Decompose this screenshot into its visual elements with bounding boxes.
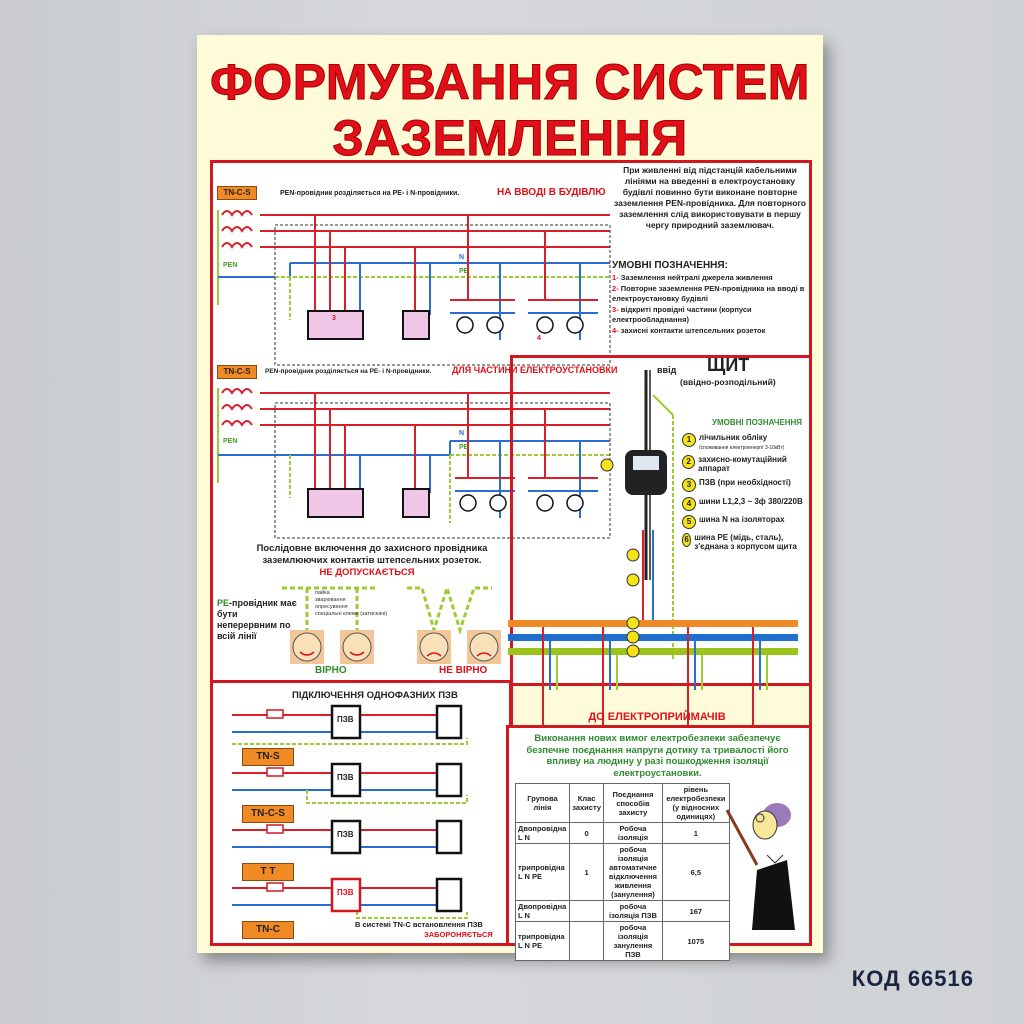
shield-legend-title: УМОВНІ ПОЗНАЧЕННЯ xyxy=(712,418,803,427)
sockets-warning: НЕ ДОПУСКАЄТЬСЯ xyxy=(319,567,415,578)
sockets-methods: пайка зварювання опресування спеціальні … xyxy=(315,590,387,618)
table-header: рівень електробезпеки (у відносних одини… xyxy=(661,783,731,823)
shield-panel xyxy=(510,355,812,728)
rcd-badge-tn-c: TN-C xyxy=(242,921,294,939)
diagram1-n-label: N xyxy=(459,254,465,261)
diagram1-pen-label: PEN xyxy=(223,262,238,269)
diagram2-badge: TN-C-S xyxy=(217,365,257,379)
method-item: опресування xyxy=(315,604,348,610)
rcd-diagrams xyxy=(232,704,468,919)
sockets-correct-label: ВІРНО xyxy=(315,665,347,676)
table-header: Поєднання способів захисту xyxy=(603,783,663,823)
rcd-note: В системі TN-C встановлення ПЗВ xyxy=(355,920,483,929)
product-code: КОД 66516 xyxy=(851,966,974,991)
diagram1-pe-label: PE xyxy=(459,268,469,275)
diagram2-pen-label: PEN xyxy=(223,438,238,445)
sockets-text: Послідовне включення до захисного провід… xyxy=(256,543,488,566)
table-header: Клас захисту xyxy=(568,783,605,823)
intro-legend-item: 1- Заземлення нейтралі джерела живлення xyxy=(612,273,773,282)
sockets-incorrect-label: НЕ ВІРНО xyxy=(439,665,488,676)
diagram2-pe-label: PE xyxy=(459,444,469,451)
diagram2-heading: ДЛЯ ЧАСТИНИ ЕЛЕКТРОУСТАНОВКИ xyxy=(452,365,618,375)
shield-subtitle: (ввідно-розподільний) xyxy=(680,377,776,387)
diagram1-badge: TN-C-S xyxy=(217,186,257,200)
sockets-pe-note: PE-провідник має бути неперервним по всі… xyxy=(217,598,297,641)
intro-legend-item: 4- захисні контакти штепсельних розеток xyxy=(612,325,766,335)
diagram1-heading: НА ВВОДІ В БУДІВЛЮ xyxy=(497,187,606,198)
intro-legend-item: 2- Повторне заземлення PEN-провідника на… xyxy=(612,283,805,304)
sockets-illustration xyxy=(282,582,501,664)
rcd-badge-tn-c-s: TN-C-S xyxy=(242,805,294,823)
poster-title-line1: ФОРМУВАННЯ СИСТЕМ xyxy=(210,54,810,110)
rcd-badge-tt: T T xyxy=(242,863,294,881)
table-header-row: Групова лінія Клас захисту Поєднання спо… xyxy=(515,783,731,823)
rcd-label-2: ПЗВ xyxy=(337,773,354,782)
rcd-label-1: ПЗВ xyxy=(337,715,354,724)
shield-input-label: ввід xyxy=(657,365,677,375)
diagram2-caption: PEN-провідник розділяється на PE- і N-пр… xyxy=(265,368,432,375)
diagram1-mark-4: 4 xyxy=(537,335,541,342)
diagram2-schematic xyxy=(217,388,611,539)
shield-diagram xyxy=(508,370,798,725)
diagram1-mark-3: 3 xyxy=(332,315,336,322)
safety-table: Групова лінія Клас захисту Поєднання спо… xyxy=(515,783,731,961)
rcd-title: ПІДКЛЮЧЕННЯ ОДНОФАЗНИХ ПЗВ xyxy=(292,690,458,701)
rcd-forbidden: ЗАБОРОНЯЄТЬСЯ xyxy=(424,930,493,939)
intro-text: При живленні від підстанцій кабельними л… xyxy=(613,165,807,230)
diagram1-caption: PEN-провідник розділяється на PE- і N-пр… xyxy=(280,190,460,197)
method-item: пайка xyxy=(315,590,330,596)
shield-outputs-label: ДО ЕЛЕКТРОПРИЙМАЧІВ xyxy=(588,711,726,723)
diagram1-schematic xyxy=(217,210,611,366)
intro-legend-item: 3- відкриті провідні частини (корпуси ел… xyxy=(612,304,752,325)
intro-legend-title: УМОВНІ ПОЗНАЧЕННЯ: xyxy=(612,260,728,271)
teacher-illustration xyxy=(725,803,795,930)
safety-text: Виконання нових вимог електробезпеки заб… xyxy=(526,733,789,779)
rcd-badge-tn-s: TN-S xyxy=(242,748,294,766)
intro-legend: 1- Заземлення нейтралі джерела живлення … xyxy=(612,273,812,336)
method-item: зварювання xyxy=(315,597,346,603)
rcd-label-4: ПЗВ xyxy=(337,888,354,897)
rcd-label-3: ПЗВ xyxy=(337,830,354,839)
diagram2-n-label: N xyxy=(459,430,465,437)
poster-title-line2: ЗАЗЕМЛЕННЯ xyxy=(332,110,688,166)
method-item: спеціальні клеми (затискачі) xyxy=(315,611,388,617)
table-header: Групова лінія xyxy=(515,783,570,823)
poster: ФОРМУВАННЯ СИСТЕМ ЗАЗЕМЛЕННЯ При живленн… xyxy=(197,35,823,961)
shield-title: ЩИТ xyxy=(707,355,750,375)
